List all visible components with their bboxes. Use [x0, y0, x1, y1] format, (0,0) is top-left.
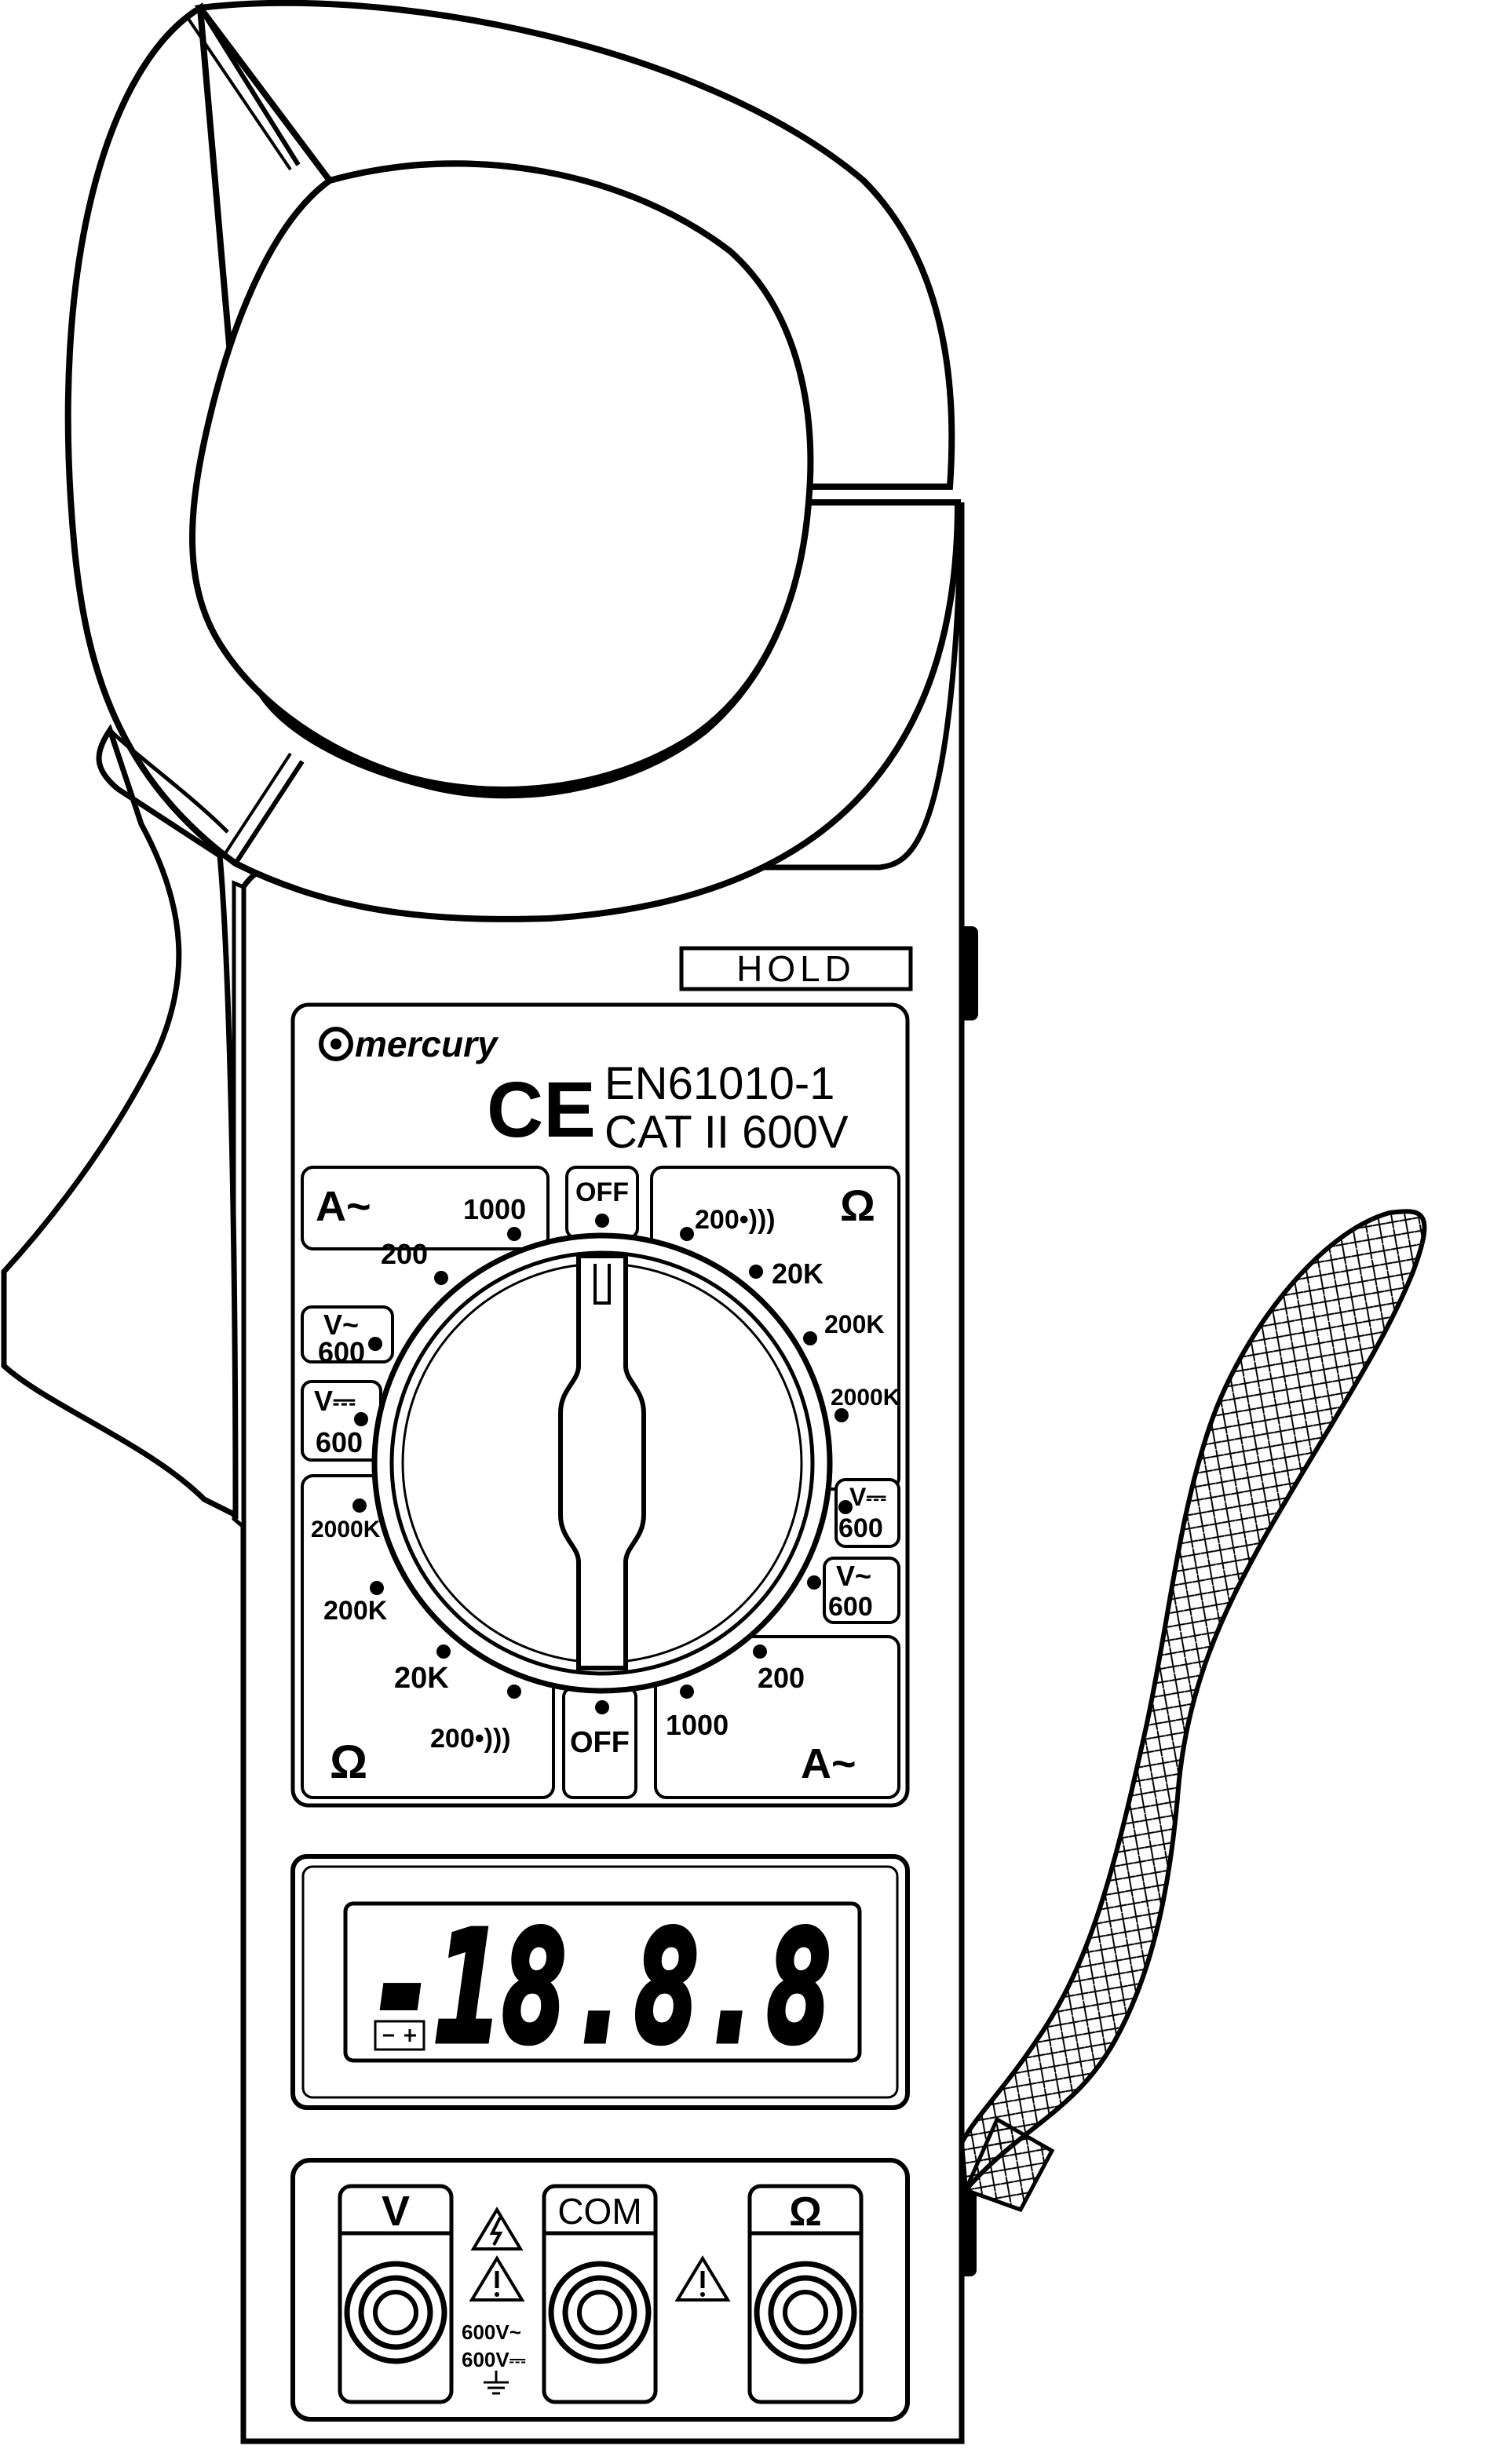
- ohm-right-20k: 20K: [772, 1258, 824, 1290]
- a-ac-bottom-box: [654, 1635, 900, 1799]
- rotary-selector-dial[interactable]: [371, 1232, 833, 1694]
- warning-triangle-icon: [674, 2255, 731, 2302]
- ohm-right-2000k: 2000K: [831, 1385, 900, 1411]
- hold-button[interactable]: HOLD: [679, 946, 913, 991]
- lcd-screen: [343, 1901, 862, 2063]
- com-jack[interactable]: COM: [542, 2184, 658, 2404]
- v-jack-label: V: [382, 2188, 410, 2235]
- clamp-jaws: [1, 0, 962, 1520]
- dial-pointer: [593, 1264, 611, 1305]
- v-dc-right-box: [834, 1478, 900, 1548]
- ohm-left-200-continuity: 200•))): [430, 1724, 511, 1754]
- ohm-left-symbol: Ω: [330, 1736, 367, 1788]
- battery-icon: [374, 2020, 425, 2051]
- v-ac-left-symbol: V~: [323, 1309, 359, 1341]
- ground-icon: [484, 2371, 509, 2395]
- a-ac-bottom-200: 200: [758, 1662, 805, 1694]
- a-ac-bottom-symbol: A~: [801, 1740, 856, 1787]
- side-button[interactable]: [959, 926, 978, 1020]
- v-dc-left-symbol: V⎓: [314, 1385, 356, 1417]
- v-jack[interactable]: V: [338, 2184, 454, 2404]
- strap-loop: [959, 2190, 977, 2276]
- ohm-right-symbol: Ω: [840, 1181, 875, 1230]
- hold-label: HOLD: [736, 948, 856, 989]
- warning-triangle-icon: [469, 2255, 525, 2302]
- v-dc-right-symbol: V⎓: [849, 1483, 886, 1511]
- v-ac-right-symbol: V~: [836, 1560, 871, 1592]
- ohm-left-200k: 200K: [323, 1596, 388, 1626]
- mercury-logo-icon: [319, 1027, 353, 1061]
- ohm-right-200k: 200K: [824, 1310, 885, 1338]
- off-top-label: OFF: [575, 1177, 629, 1207]
- high-voltage-icon: [470, 2207, 524, 2250]
- ce-mark-icon: CE: [487, 1066, 596, 1154]
- ohm-right-200-continuity: 200•))): [695, 1205, 776, 1235]
- dial-knob-grip[interactable]: [558, 1254, 646, 1670]
- standard-text: EN61010-1: [604, 1058, 834, 1109]
- v-dc-left-value: 600: [316, 1426, 363, 1458]
- ohm-jack-label: Ω: [789, 2189, 822, 2235]
- ohm-left-20k: 20K: [394, 1662, 449, 1695]
- brand-name: mercury: [355, 1024, 499, 1064]
- rating-dc: 600V⎓: [462, 2348, 526, 2371]
- category-text: CAT II 600V: [604, 1107, 849, 1158]
- display-frame-inner: [301, 1865, 899, 2099]
- v-ac-right-box: [823, 1557, 900, 1624]
- a-ac-top-symbol: A~: [316, 1183, 371, 1230]
- lcd-reading: -18.8.8: [369, 1899, 832, 2078]
- off-bottom-label: OFF: [570, 1726, 630, 1759]
- rating-ac: 600V~: [462, 2320, 521, 2344]
- ohm-jack[interactable]: Ω: [747, 2184, 864, 2404]
- a-ac-bottom-1000: 1000: [666, 1709, 729, 1741]
- a-ac-top-box: [301, 1166, 550, 1250]
- ohm-left-2000k: 2000K: [311, 1517, 381, 1542]
- com-jack-label: COM: [557, 2191, 641, 2232]
- a-ac-top-200: 200: [381, 1238, 428, 1270]
- v-ac-right-value: 600: [828, 1592, 873, 1622]
- v-dc-right-value: 600: [838, 1513, 883, 1543]
- wrist-strap: [959, 1209, 1427, 2213]
- a-ac-top-1000: 1000: [463, 1193, 526, 1225]
- v-ac-left-value: 600: [318, 1336, 365, 1368]
